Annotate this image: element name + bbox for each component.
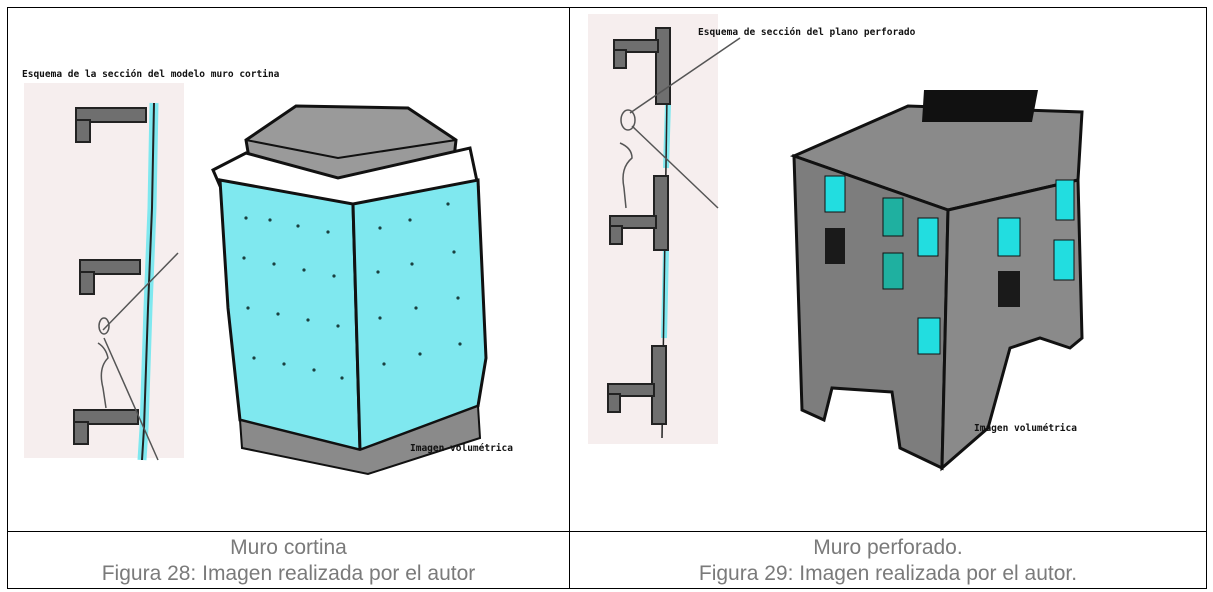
window [998,271,1020,307]
left-volume-label: Imagen volumétrica [410,443,513,454]
window [824,175,846,213]
slab-3 [73,409,139,445]
slab-2 [79,259,141,295]
slab-1 [75,107,147,143]
wall-segment-2 [653,175,669,251]
curtain-wall-sketch: Esquema de la sección del modelo muro co… [22,69,513,476]
window [882,197,904,237]
perforated-wall-sketch: Esquema de sección del plano perforado I… [588,14,1084,472]
window [917,317,941,355]
perforated-volume [789,90,1084,472]
figure-table: Esquema de la sección del modelo muro co… [7,7,1207,589]
row-divider [8,531,1206,532]
figure-29-caption: Muro perforado. Figura 29: Imagen realiz… [570,532,1206,588]
right-volume-label: Imagen volumétrica [974,423,1077,434]
caption-figure: Figura 28: Imagen realizada por el autor [101,562,476,585]
column-divider [569,8,570,588]
person-figure [97,252,179,461]
wall-segment-1 [655,27,671,105]
figure-28-caption: Muro cortina Figura 28: Imagen realizada… [8,532,569,588]
person-figure [619,37,741,209]
window [825,228,845,264]
figure-28-image: Esquema de la sección del modelo muro co… [8,8,569,531]
curtain-wall-volume [211,104,488,476]
slabs [607,39,659,413]
left-sketch-title: Esquema de la sección del modelo muro co… [22,69,280,80]
figure-29-image: Esquema de sección del plano perforado I… [570,8,1206,531]
window [1053,239,1075,281]
roof-opening [922,90,1038,122]
window [917,217,939,257]
caption-figure: Figura 29: Imagen realizada por el autor… [698,562,1078,585]
right-sketch-title: Esquema de sección del plano perforado [698,27,916,38]
caption-title: Muro cortina [230,536,347,559]
window [882,252,904,290]
caption-title: Muro perforado. [813,536,963,559]
window [997,217,1021,257]
window [1055,179,1075,221]
